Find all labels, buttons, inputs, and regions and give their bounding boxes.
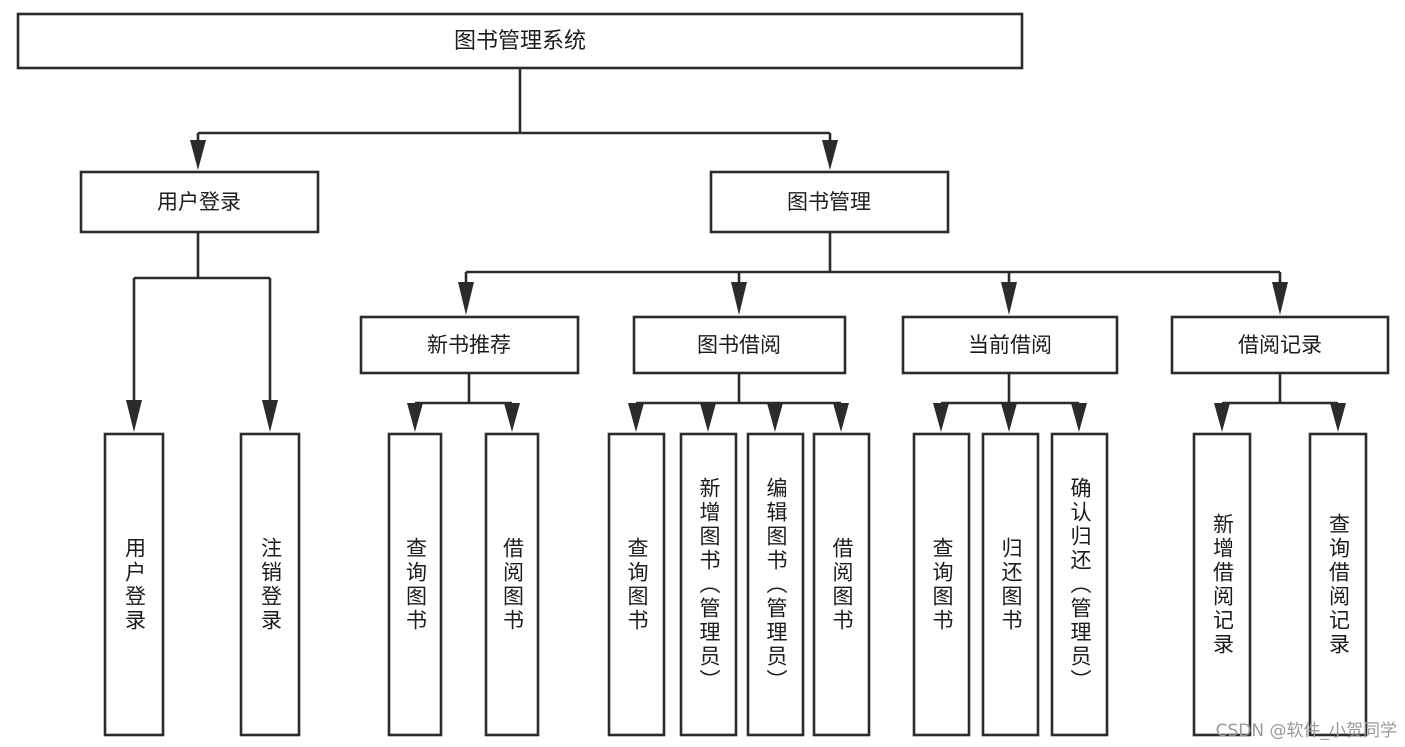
arrow-head-leaf-edit-book [767,403,783,432]
arrow-head-borrow-record [1272,282,1288,315]
leaf-box-layer [103,432,1368,737]
leaf-box-query-book-c[interactable] [912,432,971,737]
connector-layer [126,68,1346,432]
leaf-box-add-borrow-record[interactable] [1192,432,1252,737]
node-borrow-record-label: 借阅记录 [1238,333,1322,357]
leaf-box-query-book-a[interactable] [387,432,443,737]
node-user-login-label: 用户登录 [157,190,241,214]
leaf-box-edit-book[interactable] [746,432,805,737]
leaf-box-query-book-b[interactable] [607,432,666,737]
arrow-head-current-borrow [1001,282,1017,315]
node-new-book-recommend-box[interactable] [359,315,580,375]
node-current-borrow[interactable]: 当前借阅 [901,315,1119,375]
arrow-head-leaf-borrow-book-b [833,403,849,432]
node-root[interactable]: 图书管理系统 [16,12,1024,70]
arrow-head-leaf-logout [262,400,278,432]
node-current-borrow-box[interactable] [901,315,1119,375]
leaf-box-add-book[interactable] [679,432,738,737]
arrow-head-leaf-return-book [1001,403,1017,432]
csdn-watermark: CSDN @软件_小贺同学 [1215,721,1397,741]
node-borrow-record[interactable]: 借阅记录 [1170,315,1390,375]
node-book-borrow-label: 图书借阅 [697,333,781,357]
leaf-box-logout[interactable] [239,432,301,737]
node-book-management-box[interactable] [709,170,950,234]
leaf-box-borrow-book-b[interactable] [812,432,871,737]
arrow-head-leaf-query-book-a [407,403,423,432]
leaf-box-return-book[interactable] [981,432,1040,737]
node-new-book-recommend-label: 新书推荐 [427,333,511,357]
arrow-head-leaf-query-record [1330,403,1346,432]
node-user-login[interactable]: 用户登录 [79,170,320,234]
arrow-head-new-book-rec [458,282,474,315]
arrow-head-leaf-user-login [126,400,142,432]
arrow-head-book-borrow [731,282,747,315]
arrow-head-leaf-confirm-return [1071,403,1087,432]
node-book-management[interactable]: 图书管理 [709,170,950,234]
leaf-box-query-borrow-record[interactable] [1308,432,1368,737]
node-book-borrow[interactable]: 图书借阅 [632,315,847,375]
node-book-borrow-box[interactable] [632,315,847,375]
node-root-label: 图书管理系统 [454,29,586,54]
node-book-management-label: 图书管理 [787,190,871,214]
node-current-borrow-label: 当前借阅 [968,333,1052,357]
arrow-head-leaf-add-record [1214,403,1230,432]
node-borrow-record-box[interactable] [1170,315,1390,375]
leaf-box-borrow-book-a[interactable] [484,432,540,737]
arrow-head-leaf-query-book-b [628,403,644,432]
arrow-head-leaf-query-book-c [933,403,949,432]
arrow-head-leaf-borrow-book-a [504,403,520,432]
leaf-box-confirm-return[interactable] [1050,432,1109,737]
arrow-head-leaf-add-book [700,403,716,432]
node-root-box[interactable] [16,12,1024,70]
arrow-head-book-mgmt [822,140,838,170]
arrow-head-user-login [190,140,206,170]
leaf-box-user-login[interactable] [103,432,165,737]
node-user-login-box[interactable] [79,170,320,234]
node-new-book-recommend[interactable]: 新书推荐 [359,315,580,375]
